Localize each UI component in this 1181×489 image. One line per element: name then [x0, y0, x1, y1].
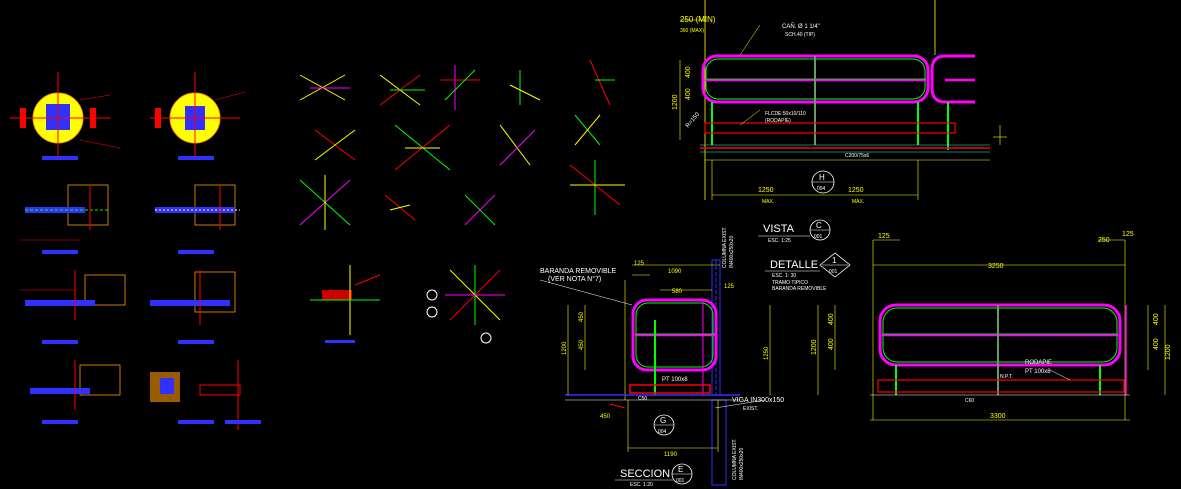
- cross-detail-11: [384, 194, 416, 221]
- pipe-spec: CAÑ. Ø 1 1/4": [782, 23, 820, 30]
- sec-baranda: BARANDA REMOVIBLE: [540, 268, 617, 275]
- seccion-marker-top: E: [678, 465, 683, 474]
- sec-dim-450a: 450: [579, 311, 585, 322]
- flat-spec: FLCDE:50x10/110: [765, 111, 806, 117]
- cross-detail-10: [299, 175, 351, 230]
- bracket-detail-2: [155, 184, 240, 254]
- vista-scale: ESC. 1:25: [768, 238, 791, 244]
- cross-detail-13: [569, 160, 625, 215]
- det-dim-400d: 400: [1153, 338, 1160, 350]
- det-dim-1200a: 1200: [811, 339, 818, 355]
- sec-col-top: COLUMNA EXIST.: [722, 227, 728, 268]
- right-detalle-elevation: 125 250 125 3250 1200 400 400 1200 400 4…: [811, 231, 1172, 421]
- marker-h-top: H: [819, 173, 825, 182]
- vista-marker-top: C: [816, 221, 822, 230]
- det-dim-400c: 400: [1153, 313, 1160, 325]
- det-npt: N.P.T.: [1000, 374, 1013, 380]
- dim-400a-top: 400: [685, 66, 692, 78]
- vista-label-group: VISTA ESC. 1:25 C 001: [758, 219, 831, 244]
- det-dim-1200b: 1200: [1165, 344, 1172, 360]
- bracket-detail-3: [20, 270, 126, 344]
- det-dim-250: 250: [1098, 237, 1110, 244]
- det-dim-3300: 3300: [990, 413, 1006, 420]
- marker-h-bot: 004: [817, 186, 826, 192]
- dim-360-max: 360 (MAX): [680, 28, 704, 34]
- cross-detail-4: [509, 70, 541, 105]
- sec-dim-1250: 1250: [764, 346, 770, 360]
- sec-dim-450b: 450: [579, 339, 585, 350]
- sec-dim-1200: 1200: [562, 341, 568, 355]
- bracket-detail-5: [30, 360, 121, 424]
- cross-detail-7: [394, 124, 451, 171]
- round-column-detail-1: [10, 72, 121, 160]
- flat-note: (RODAPIE): [765, 118, 791, 124]
- seccion-scale: ESC. 1:20: [630, 482, 653, 488]
- cross-detail-6: [314, 129, 356, 161]
- bottom-note: C200/75x6: [845, 153, 869, 159]
- dim-1250a: 1250: [758, 187, 774, 194]
- middle-cross-details: [299, 59, 625, 344]
- cross-detail-12: [464, 194, 496, 226]
- detalle-marker-bot: 001: [829, 269, 838, 275]
- sec-exist: EXIST.: [743, 406, 758, 412]
- vista-marker-bot: 001: [814, 234, 823, 240]
- detalle-scale: ESC. 1: 30: [772, 273, 796, 279]
- det-c60: C60: [965, 398, 974, 404]
- sec-dim-125b: 125: [724, 284, 735, 290]
- det-dim-400b: 400: [828, 338, 835, 350]
- det-dim-125b: 125: [1122, 231, 1134, 238]
- max-b: MAX.: [852, 199, 864, 205]
- detalle-title: DETALLE: [770, 259, 818, 271]
- det-pt: PT 100x8: [1025, 369, 1051, 375]
- left-details-group: [10, 72, 261, 430]
- cross-detail-1: [299, 74, 350, 101]
- sec-dim-125: 125: [634, 261, 645, 267]
- sec-dim-580: 580: [672, 289, 683, 295]
- det-dim-400a: 400: [828, 313, 835, 325]
- sec-marker2-top: G: [660, 416, 666, 425]
- bracket-detail-1: [20, 184, 110, 254]
- vista-title: VISTA: [763, 223, 795, 235]
- round-column-detail-2: [150, 72, 246, 160]
- cross-detail-9: [574, 114, 601, 146]
- seccion-title: SECCION: [620, 468, 670, 480]
- bracket-detail-4: [150, 270, 236, 344]
- cross-detail-5: [589, 59, 615, 106]
- seccion-marker-bot: 001: [676, 478, 685, 484]
- detalle-marker-top: 1: [832, 256, 837, 265]
- sec-col-bot: COLUMNA EXIST.: [732, 439, 738, 480]
- beam-detail: [310, 265, 381, 343]
- cross-detail-3: [440, 65, 480, 110]
- detalle-line2: BARANDA REMOVIBLE: [772, 286, 827, 292]
- dim-250-min: 250 (MIN): [680, 15, 716, 24]
- pipe-sch: SCH.40 (TIP): [785, 32, 815, 38]
- sec-col-bot2: IN400x250x20: [739, 448, 745, 480]
- top-right-elevation: 250 (MIN) 360 (MAX) CAÑ. Ø 1 1/4" SCH.40…: [672, 0, 1007, 205]
- sec-col-top2: IN400x250x20: [729, 236, 735, 268]
- dim-1250b: 1250: [848, 187, 864, 194]
- sec-dim-1090: 1090: [668, 269, 682, 275]
- sec-dim-450c: 450: [600, 414, 611, 420]
- sec-ver-nota: (VER NOTA N°7): [548, 275, 601, 283]
- cross-detail-8: [499, 124, 536, 166]
- detalle-line1: TRAMO TIPICO: [772, 280, 808, 286]
- max-a: MAX.: [762, 199, 774, 205]
- dim-1200-top: 1200: [672, 94, 679, 110]
- det-dim-125a: 125: [878, 233, 890, 240]
- sec-viga: VIGA IN300x150: [732, 397, 784, 404]
- sec-marker2-bot: 004: [658, 429, 667, 435]
- star-detail: [426, 265, 505, 344]
- cross-detail-2: [379, 74, 425, 106]
- sec-c50: C50: [638, 396, 647, 402]
- det-rodapie: RODAPIE: [1025, 360, 1052, 366]
- sec-pt: PT 100x8: [662, 377, 688, 383]
- bracket-detail-6: [150, 360, 261, 430]
- det-dim-3250: 3250: [988, 263, 1004, 270]
- seccion-drawing: BARANDA REMOVIBLE (VER NOTA N°7) 125 109…: [539, 227, 784, 488]
- sec-dim-1190: 1190: [664, 452, 678, 458]
- detalle-label-group: DETALLE ESC. 1: 30 TRAMO TIPICO BARANDA …: [765, 252, 851, 292]
- dim-400b-top: 400: [685, 88, 692, 100]
